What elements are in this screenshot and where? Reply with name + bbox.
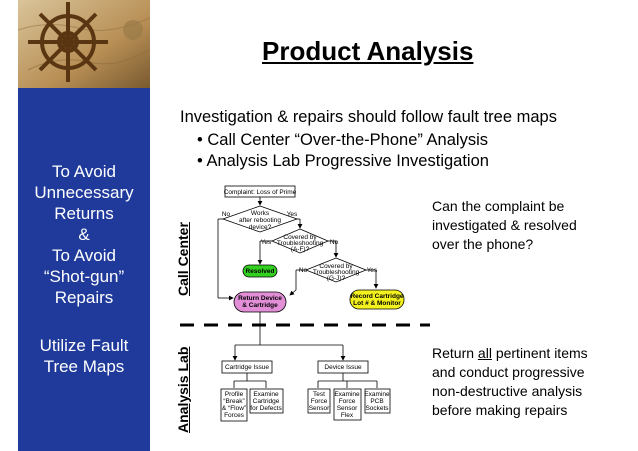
- leaf-text: Cartridge: [253, 398, 280, 405]
- record-cartridge-line: Lot # & Monitor: [353, 300, 401, 307]
- bullet-item: • Call Center “Over-the-Phone” Analysis: [197, 131, 488, 149]
- decision3-line: Troubleshooting: [313, 269, 360, 276]
- sidebar-line: Utilize Fault: [39, 336, 129, 355]
- leaf-test-force-sensor: [307, 388, 331, 414]
- sidebar-line: Unnecessary: [34, 183, 134, 202]
- note-line: over the phone?: [432, 236, 534, 252]
- leaf-text: for Defects: [250, 405, 282, 412]
- resolved-node: [242, 264, 278, 278]
- decision3-line: Covered by: [319, 263, 353, 270]
- intro-text: Investigation & repairs should follow fa…: [180, 108, 557, 126]
- leaf-text: Sensor: [309, 405, 330, 412]
- slide-title: Product Analysis: [262, 36, 474, 66]
- sidebar-avoid-text: To Avoid Unnecessary Returns & To Avoid …: [18, 161, 150, 308]
- note-line: non-destructive analysis: [432, 383, 583, 399]
- decision1-line: after rebooting: [239, 217, 281, 224]
- sidebar-line: &: [78, 225, 90, 244]
- decision3-line: (G-J)?: [327, 275, 346, 282]
- leaf-text: Flex: [341, 412, 354, 419]
- sidebar-line: Repairs: [54, 288, 114, 307]
- leaf-examine-pcb-sockets: [364, 388, 391, 414]
- complaint-text: Complaint: Loss of Prime: [224, 189, 297, 196]
- bullet-text: Analysis Lab Progressive Investigation: [206, 152, 489, 170]
- note-call-center: Can the complaint be investigated & reso…: [432, 197, 577, 254]
- leaf-examine-force-sensor-flex: [333, 388, 362, 421]
- resolved-text: Resolved: [246, 268, 275, 275]
- note-line: before making repairs: [432, 402, 568, 418]
- cartridge-issue-text: Cartridge Issue: [225, 364, 269, 371]
- decision2-line: Covered by: [283, 234, 317, 241]
- leaf-text: Examine: [253, 391, 279, 398]
- device-issue-text: Device Issue: [324, 364, 362, 371]
- note-emphasis: all: [477, 345, 492, 361]
- note-text: pertinent items: [491, 345, 588, 361]
- note-line: Can the complaint be: [432, 198, 565, 214]
- no-label: No: [222, 211, 231, 218]
- decision-troubleshoot-gj: [304, 257, 368, 283]
- sidebar-line: Tree Maps: [43, 357, 125, 376]
- no-label: No: [299, 267, 308, 274]
- ship-wheel-photo: [18, 0, 150, 88]
- return-device-line: Return Device: [238, 295, 282, 302]
- leaf-text: “Break”: [223, 398, 244, 405]
- leaf-text: Test: [313, 391, 325, 398]
- bullet-item: • Analysis Lab Progressive Investigation: [197, 152, 489, 170]
- leaf-text: Examine: [364, 391, 390, 398]
- leaf-text: Forces: [224, 412, 245, 419]
- sidebar: To Avoid Unnecessary Returns & To Avoid …: [18, 88, 150, 451]
- sidebar-line: To Avoid: [52, 162, 116, 181]
- note-line: investigated & resolved: [432, 217, 577, 233]
- sidebar-line: “Shot-gun”: [43, 267, 125, 286]
- leaf-examine-cartridge: [249, 388, 284, 414]
- leaf-profile-forces: [220, 388, 248, 422]
- leaf-text: & “Flow”: [222, 405, 246, 412]
- leaf-text: Profile: [225, 391, 244, 398]
- yes-label: Yes: [287, 211, 298, 218]
- leaf-text: Sensor: [337, 405, 358, 412]
- leaf-text: Force: [311, 398, 328, 405]
- decision2-line: Troubleshooting: [277, 240, 324, 247]
- leaf-text: Sockets: [365, 405, 389, 412]
- decision-reboot: [221, 205, 299, 233]
- note-text: Return: [432, 345, 478, 361]
- decision1-line: Works: [251, 210, 270, 217]
- sidebar-line: Returns: [54, 204, 114, 223]
- leaf-text: Force: [339, 398, 356, 405]
- yes-label: Yes: [261, 239, 272, 246]
- bullet-text: Call Center “Over-the-Phone” Analysis: [207, 131, 488, 149]
- sidebar-line: To Avoid: [52, 246, 116, 265]
- no-label: No: [330, 239, 339, 246]
- leaf-text: Examine: [334, 391, 360, 398]
- decision2-line: (A-F)?: [291, 246, 310, 253]
- yes-label: Yes: [367, 267, 378, 274]
- decision1-line: device?: [249, 224, 272, 231]
- return-device-line: & Cartridge: [242, 302, 278, 309]
- decision-troubleshoot-af: [270, 228, 330, 254]
- record-cartridge-node: [349, 289, 405, 310]
- note-analysis-lab: Return all pertinent items and conduct p…: [432, 344, 588, 420]
- note-line: and conduct progressive: [432, 364, 585, 380]
- leaf-text: PCB: [370, 398, 383, 405]
- record-cartridge-line: Record Cartridge: [350, 293, 403, 300]
- sidebar-fault-tree-text: Utilize Fault Tree Maps: [18, 335, 150, 377]
- note-line: Return all pertinent items: [432, 344, 588, 363]
